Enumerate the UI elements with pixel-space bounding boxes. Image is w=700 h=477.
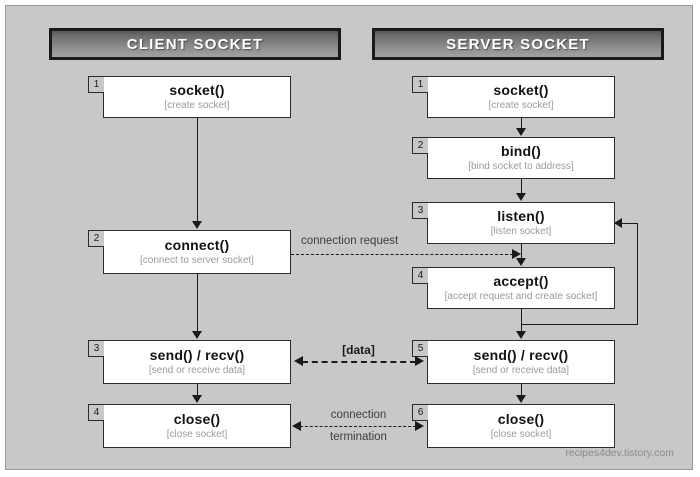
server-flow-line-sendrecv-to-close — [521, 384, 522, 396]
step-title: accept() — [493, 272, 549, 289]
data-exchange-label: [data] — [342, 343, 375, 357]
server-loopback-line-bottom — [521, 324, 638, 325]
data-exchange-arrowhead-server — [415, 356, 424, 366]
client-flow-arrowhead-close — [192, 395, 202, 403]
server-flow-line-listen-to-accept — [521, 244, 522, 259]
connection-termination-dashed-line — [300, 426, 416, 427]
step-number-badge: 6 — [412, 404, 428, 421]
client-flow-line-connect-to-sendrecv — [197, 274, 198, 332]
server-step-listen: 3 listen() [listen socket] — [412, 202, 615, 244]
connection-request-dashed-line — [291, 254, 513, 255]
step-subtitle: [create socket] — [488, 99, 554, 111]
connection-termination-arrowhead-client — [292, 421, 301, 431]
client-flow-arrowhead-connect — [192, 221, 202, 229]
client-flow-line-sendrecv-to-close — [197, 384, 198, 396]
client-step-send-recv: 3 send() / recv() [send or receive data] — [88, 340, 291, 384]
client-flow-arrowhead-sendrecv — [192, 331, 202, 339]
step-number-badge: 4 — [88, 404, 104, 421]
server-flow-arrowhead-listen — [516, 193, 526, 201]
client-step-close: 4 close() [close socket] — [88, 404, 291, 448]
step-title: connect() — [164, 236, 230, 253]
server-flow-arrowhead-bind — [516, 128, 526, 136]
server-step-send-recv: 5 send() / recv() [send or receive data] — [412, 340, 615, 384]
diagram-canvas: CLIENT SOCKET SERVER SOCKET 1 socket() [… — [5, 5, 693, 470]
step-title: close() — [497, 410, 545, 427]
connection-request-label: connection request — [301, 235, 399, 247]
server-flow-line-bind-to-listen — [521, 179, 522, 194]
step-title: close() — [173, 410, 221, 427]
step-number-badge: 1 — [88, 76, 104, 93]
server-loopback-arrowhead-listen — [614, 218, 622, 228]
step-title: send() / recv() — [149, 346, 245, 363]
server-loopback-line-right — [637, 223, 638, 325]
step-subtitle: [send or receive data] — [148, 364, 246, 376]
client-flow-line-socket-to-connect — [197, 118, 198, 222]
step-title: socket() — [493, 81, 549, 98]
server-loopback-line-top — [622, 223, 638, 224]
server-flow-line-socket-to-bind — [521, 118, 522, 129]
step-number-badge: 1 — [412, 76, 428, 93]
step-subtitle: [close socket] — [490, 428, 552, 440]
data-exchange-dashed-line — [302, 361, 416, 363]
step-subtitle: [connect to server socket] — [140, 254, 254, 266]
step-subtitle: [create socket] — [164, 99, 230, 111]
step-subtitle: [send or receive data] — [472, 364, 570, 376]
client-socket-header: CLIENT SOCKET — [49, 28, 341, 60]
server-step-bind: 2 bind() [bind socket to address] — [412, 137, 615, 179]
watermark-text: recipes4dev.tistory.com — [565, 447, 674, 459]
server-flow-arrowhead-close — [516, 395, 526, 403]
server-socket-header: SERVER SOCKET — [372, 28, 664, 60]
step-title: send() / recv() — [473, 346, 569, 363]
data-exchange-arrowhead-client — [294, 356, 303, 366]
step-number-badge: 3 — [88, 340, 104, 357]
step-number-badge: 4 — [412, 267, 428, 284]
server-step-close: 6 close() [close socket] — [412, 404, 615, 448]
step-subtitle: [close socket] — [166, 428, 228, 440]
step-title: socket() — [169, 81, 225, 98]
server-step-socket: 1 socket() [create socket] — [412, 76, 615, 118]
client-step-connect: 2 connect() [connect to server socket] — [88, 230, 291, 274]
connection-request-arrowhead — [512, 249, 521, 259]
connection-termination-arrowhead-server — [415, 421, 424, 431]
server-flow-arrowhead-sendrecv — [516, 331, 526, 339]
connection-termination-label-line1: connection — [330, 409, 387, 421]
step-title: bind() — [500, 142, 542, 159]
step-title: listen() — [497, 207, 545, 224]
server-step-accept: 4 accept() [accept request and create so… — [412, 267, 615, 309]
step-subtitle: [bind socket to address] — [468, 160, 574, 172]
client-step-socket: 1 socket() [create socket] — [88, 76, 291, 118]
server-flow-line-accept-to-sendrecv — [521, 309, 522, 331]
server-flow-arrowhead-accept — [516, 258, 526, 266]
step-number-badge: 2 — [88, 230, 104, 247]
step-number-badge: 2 — [412, 137, 428, 154]
step-subtitle: [listen socket] — [490, 225, 552, 237]
step-number-badge: 3 — [412, 202, 428, 219]
connection-termination-label-line2: termination — [330, 431, 387, 443]
step-subtitle: [accept request and create socket] — [444, 290, 598, 302]
